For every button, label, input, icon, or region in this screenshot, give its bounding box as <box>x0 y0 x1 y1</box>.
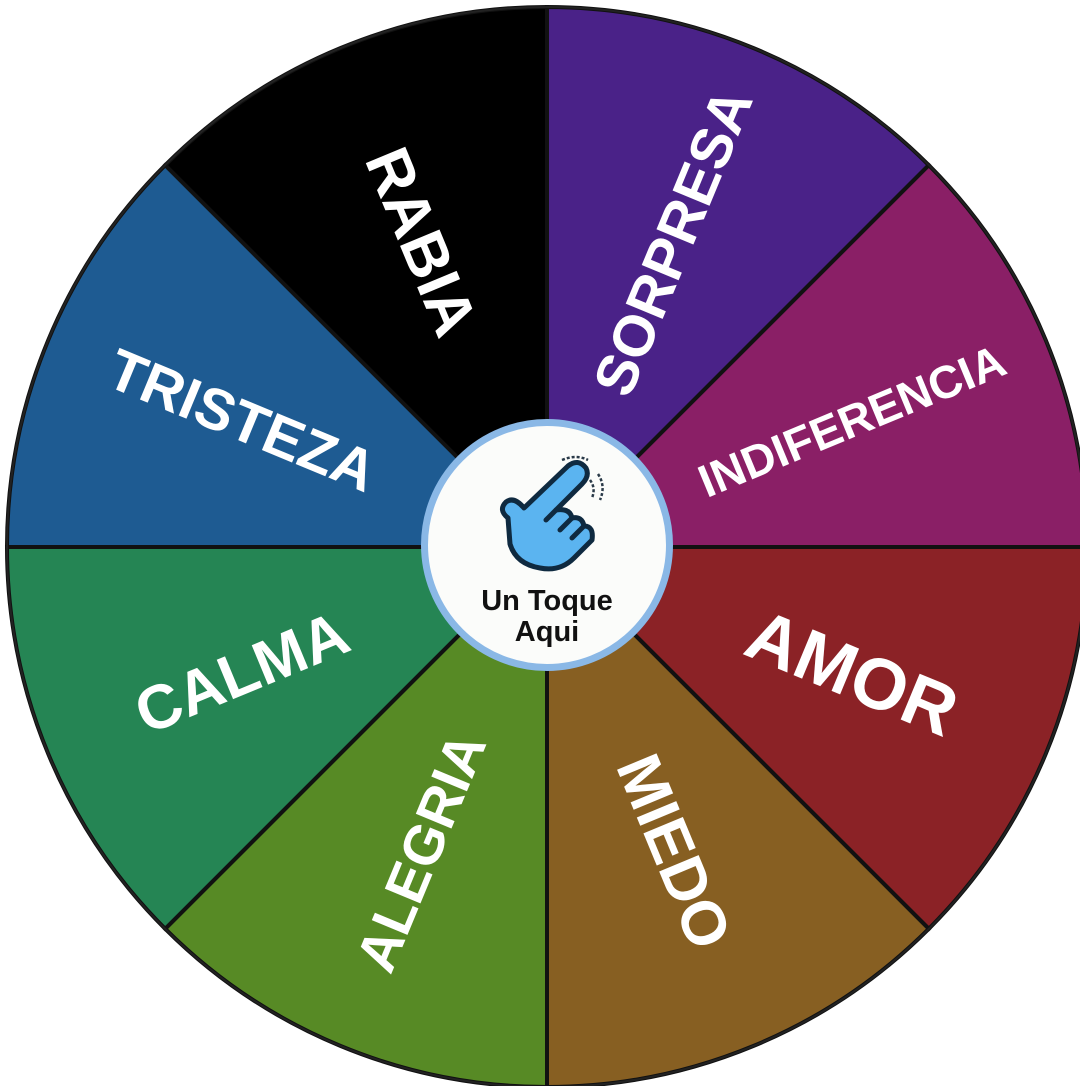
spin-button-label: Un Toque Aqui <box>428 586 666 648</box>
spin-label-line2: Aqui <box>514 616 580 648</box>
tap-hand-icon <box>500 455 604 572</box>
spin-button[interactable]: Un Toque Aqui <box>421 419 673 671</box>
wheel-rim <box>6 6 1080 1086</box>
spin-label-line1: Un Toque <box>481 585 613 617</box>
